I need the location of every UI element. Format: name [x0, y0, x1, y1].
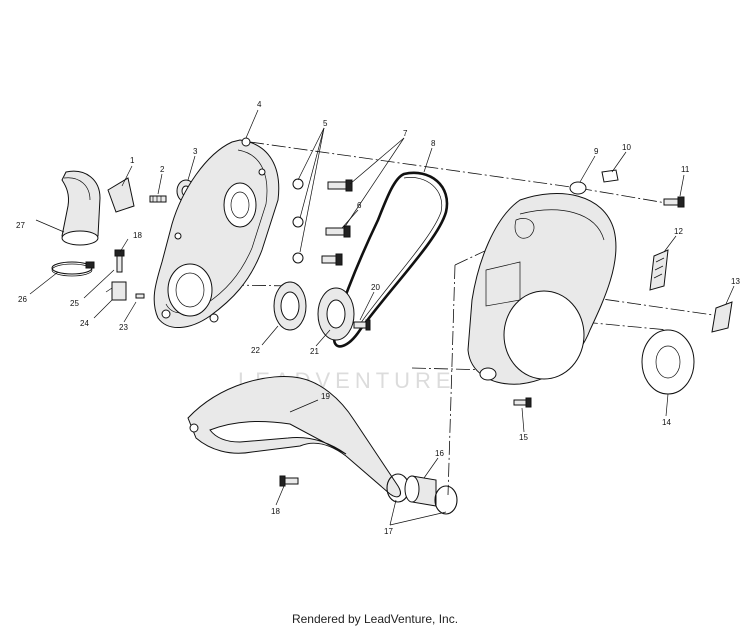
washers [292, 178, 304, 264]
callout-18a: 18 [133, 231, 142, 240]
screw-20 [353, 319, 371, 331]
callout-24: 24 [80, 319, 89, 328]
callout-8: 8 [431, 139, 436, 148]
intake-duct [61, 170, 101, 246]
callout-13: 13 [731, 277, 740, 286]
decal-small [601, 169, 619, 183]
callout-25: 25 [70, 299, 79, 308]
callout-9: 9 [594, 147, 599, 156]
lower-bolt [279, 475, 299, 487]
screw-15 [513, 397, 532, 408]
bearing-plate [317, 287, 355, 341]
screw [149, 195, 167, 203]
gasket-ring [641, 329, 695, 395]
callout-23: 23 [119, 323, 128, 332]
bracket [107, 177, 135, 213]
callout-7: 7 [403, 129, 408, 138]
callout-15: 15 [519, 433, 528, 442]
callout-1: 1 [130, 156, 135, 165]
leader-lines [29, 109, 735, 526]
small-hardware [105, 249, 145, 301]
seal [273, 281, 307, 331]
callout-27: 27 [16, 221, 25, 230]
callout-4: 4 [257, 100, 262, 109]
callout-19: 19 [321, 392, 330, 401]
callout-16: 16 [435, 449, 444, 458]
callout-3: 3 [193, 147, 198, 156]
callout-26: 26 [18, 295, 27, 304]
callout-18b: 18 [271, 507, 280, 516]
inner-cover [153, 137, 280, 328]
sleeve-and-clamps [386, 473, 458, 515]
exhaust-duct [187, 376, 401, 498]
drive-belt [332, 171, 449, 348]
callout-14: 14 [662, 418, 671, 427]
callout-6: 6 [357, 201, 362, 210]
callout-2: 2 [160, 165, 165, 174]
callout-22: 22 [251, 346, 260, 355]
callout-20: 20 [371, 283, 380, 292]
footer-credit: Rendered by LeadVenture, Inc. [291, 612, 459, 626]
callout-10: 10 [622, 143, 631, 152]
hose-clamp [51, 261, 95, 277]
outer-clutch-cover [467, 181, 617, 385]
screw-11 [663, 196, 685, 208]
callout-numbers: 1 2 3 4 5 6 7 8 9 10 11 12 13 14 15 16 1… [16, 100, 740, 536]
decal-12 [649, 249, 669, 291]
callout-21: 21 [310, 347, 319, 356]
callout-17: 17 [384, 527, 393, 536]
callout-12: 12 [674, 227, 683, 236]
bolts [321, 179, 353, 266]
callout-5: 5 [323, 119, 328, 128]
callout-11: 11 [681, 165, 690, 174]
decal-13 [711, 301, 733, 333]
